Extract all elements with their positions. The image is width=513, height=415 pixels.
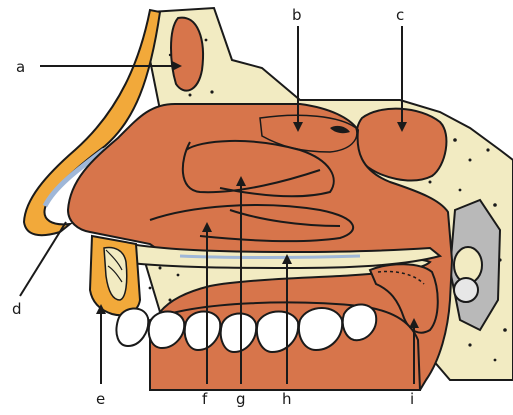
label-i: i bbox=[410, 390, 414, 408]
label-a: a bbox=[16, 58, 25, 76]
label-h: h bbox=[282, 390, 292, 408]
label-f: f bbox=[202, 390, 208, 408]
posterior-tissue bbox=[450, 200, 500, 330]
label-g: g bbox=[236, 390, 246, 408]
label-b: b bbox=[292, 6, 302, 24]
label-d: d bbox=[12, 300, 22, 318]
label-e: e bbox=[96, 390, 105, 408]
label-c: c bbox=[396, 6, 404, 24]
frontal-sinus bbox=[171, 18, 203, 91]
